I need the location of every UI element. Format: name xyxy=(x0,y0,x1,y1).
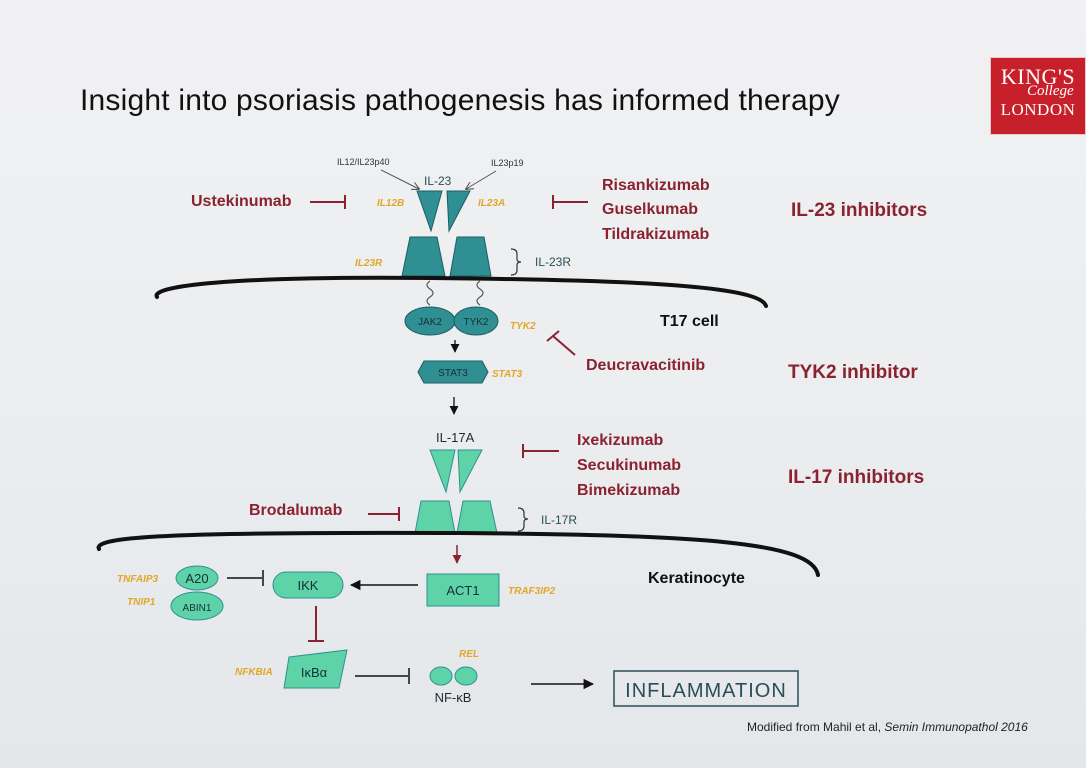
tyk2-inhibitor-class-label: TYK2 inhibitor xyxy=(788,362,918,383)
bimekizumab-label: Bimekizumab xyxy=(577,482,680,499)
ikba-label: IκBα xyxy=(301,665,328,680)
t17-cell-membrane xyxy=(154,275,768,308)
risankizumab-label: Risankizumab xyxy=(602,177,710,194)
il23r-right-icon xyxy=(449,236,492,277)
il17a-ligand-label: IL-17A xyxy=(436,430,475,445)
t17-cell-label: T17 cell xyxy=(660,313,719,330)
il17r-brace-icon xyxy=(517,507,529,532)
nfkb-label: NF-κB xyxy=(435,690,472,705)
il17r-label: IL-17R xyxy=(541,513,577,527)
il23-p19-subunit-icon xyxy=(446,190,471,233)
tyk2-linker-icon xyxy=(476,280,484,306)
deucravacitinib-label: Deucravacitinib xyxy=(586,357,705,374)
il17a-right-subunit-icon xyxy=(457,449,483,494)
tnip1-gene-label: TNIP1 xyxy=(127,597,156,608)
nfkb-right-subunit-icon xyxy=(454,666,478,686)
keratinocyte-label: Keratinocyte xyxy=(648,570,745,587)
il23r-label: IL-23R xyxy=(535,255,571,269)
il17r-right-icon xyxy=(456,500,498,534)
tyk2-gene-label: TYK2 xyxy=(510,321,536,332)
secukinumab-label: Secukinumab xyxy=(577,457,681,474)
il17r-left-icon xyxy=(414,500,456,534)
citation: Modified from Mahil et al, Semin Immunop… xyxy=(747,720,1028,734)
nfkbia-gene-label: NFKBIA xyxy=(235,667,273,678)
citation-journal: Semin Immunopathol 2016 xyxy=(884,720,1028,734)
guselkumab-label: Guselkumab xyxy=(602,201,698,218)
ikk-label: IKK xyxy=(298,578,319,593)
tyk2-label: TYK2 xyxy=(463,317,488,328)
logo-line-1: KING'S xyxy=(1000,64,1076,89)
il23p19-label: IL23p19 xyxy=(491,158,524,168)
logo-line-2: College xyxy=(1027,83,1074,99)
act1-label: ACT1 xyxy=(446,583,479,598)
a20-node xyxy=(175,565,219,591)
nfkb-left-subunit-icon xyxy=(429,666,453,686)
inflammation-box xyxy=(613,670,799,707)
kings-college-london-logo: KING'S College LONDON xyxy=(990,57,1086,135)
citation-prefix: Modified from Mahil et al, xyxy=(747,720,884,734)
tyk2-node xyxy=(453,306,499,336)
inflammation-label: INFLAMMATION xyxy=(625,680,787,702)
traf3ip2-gene-label: TRAF3IP2 xyxy=(508,586,556,597)
abin1-label: ABIN1 xyxy=(183,603,212,614)
il23r-left-icon xyxy=(401,236,446,277)
logo-line-3: LONDON xyxy=(1000,100,1076,119)
ixekizumab-label: Ixekizumab xyxy=(577,432,663,449)
il23r-gene-label: IL23R xyxy=(355,258,383,269)
il23-ligand-label: IL-23 xyxy=(424,174,452,188)
stat3-label: STAT3 xyxy=(438,368,468,379)
slide-title: Insight into psoriasis pathogenesis has … xyxy=(80,84,840,117)
tnfaip3-gene-label: TNFAIP3 xyxy=(117,574,159,585)
il23-inhibitors-class-label: IL-23 inhibitors xyxy=(791,200,927,221)
abin1-node xyxy=(170,591,224,621)
tyk2-inhibit-line xyxy=(552,335,576,356)
p40-arrow-icon xyxy=(380,169,419,189)
ikk-node xyxy=(272,571,344,599)
il17-inhibitors-class-label: IL-17 inhibitors xyxy=(788,467,924,488)
il17a-left-subunit-icon xyxy=(429,449,456,494)
il12b-gene-label: IL12B xyxy=(377,198,404,209)
stat3-node xyxy=(417,360,489,384)
jak2-label: JAK2 xyxy=(418,317,442,328)
il23r-brace-icon xyxy=(510,248,522,276)
stat3-gene-label: STAT3 xyxy=(492,369,523,380)
p19-arrow-icon xyxy=(466,170,497,189)
tildrakizumab-label: Tildrakizumab xyxy=(602,226,710,243)
ikba-node xyxy=(283,649,348,689)
brodalumab-label: Brodalumab xyxy=(249,502,343,519)
act1-node xyxy=(426,573,500,607)
keratinocyte-membrane xyxy=(96,530,820,577)
il12-il23p40-label: IL12/IL23p40 xyxy=(337,157,390,167)
il23a-gene-label: IL23A xyxy=(478,198,505,209)
ustekinumab-label: Ustekinumab xyxy=(191,193,292,210)
a20-label: A20 xyxy=(185,571,208,586)
rel-gene-label: REL xyxy=(459,649,479,660)
jak2-linker-icon xyxy=(426,280,434,306)
il23-p40-subunit-icon xyxy=(416,190,443,233)
